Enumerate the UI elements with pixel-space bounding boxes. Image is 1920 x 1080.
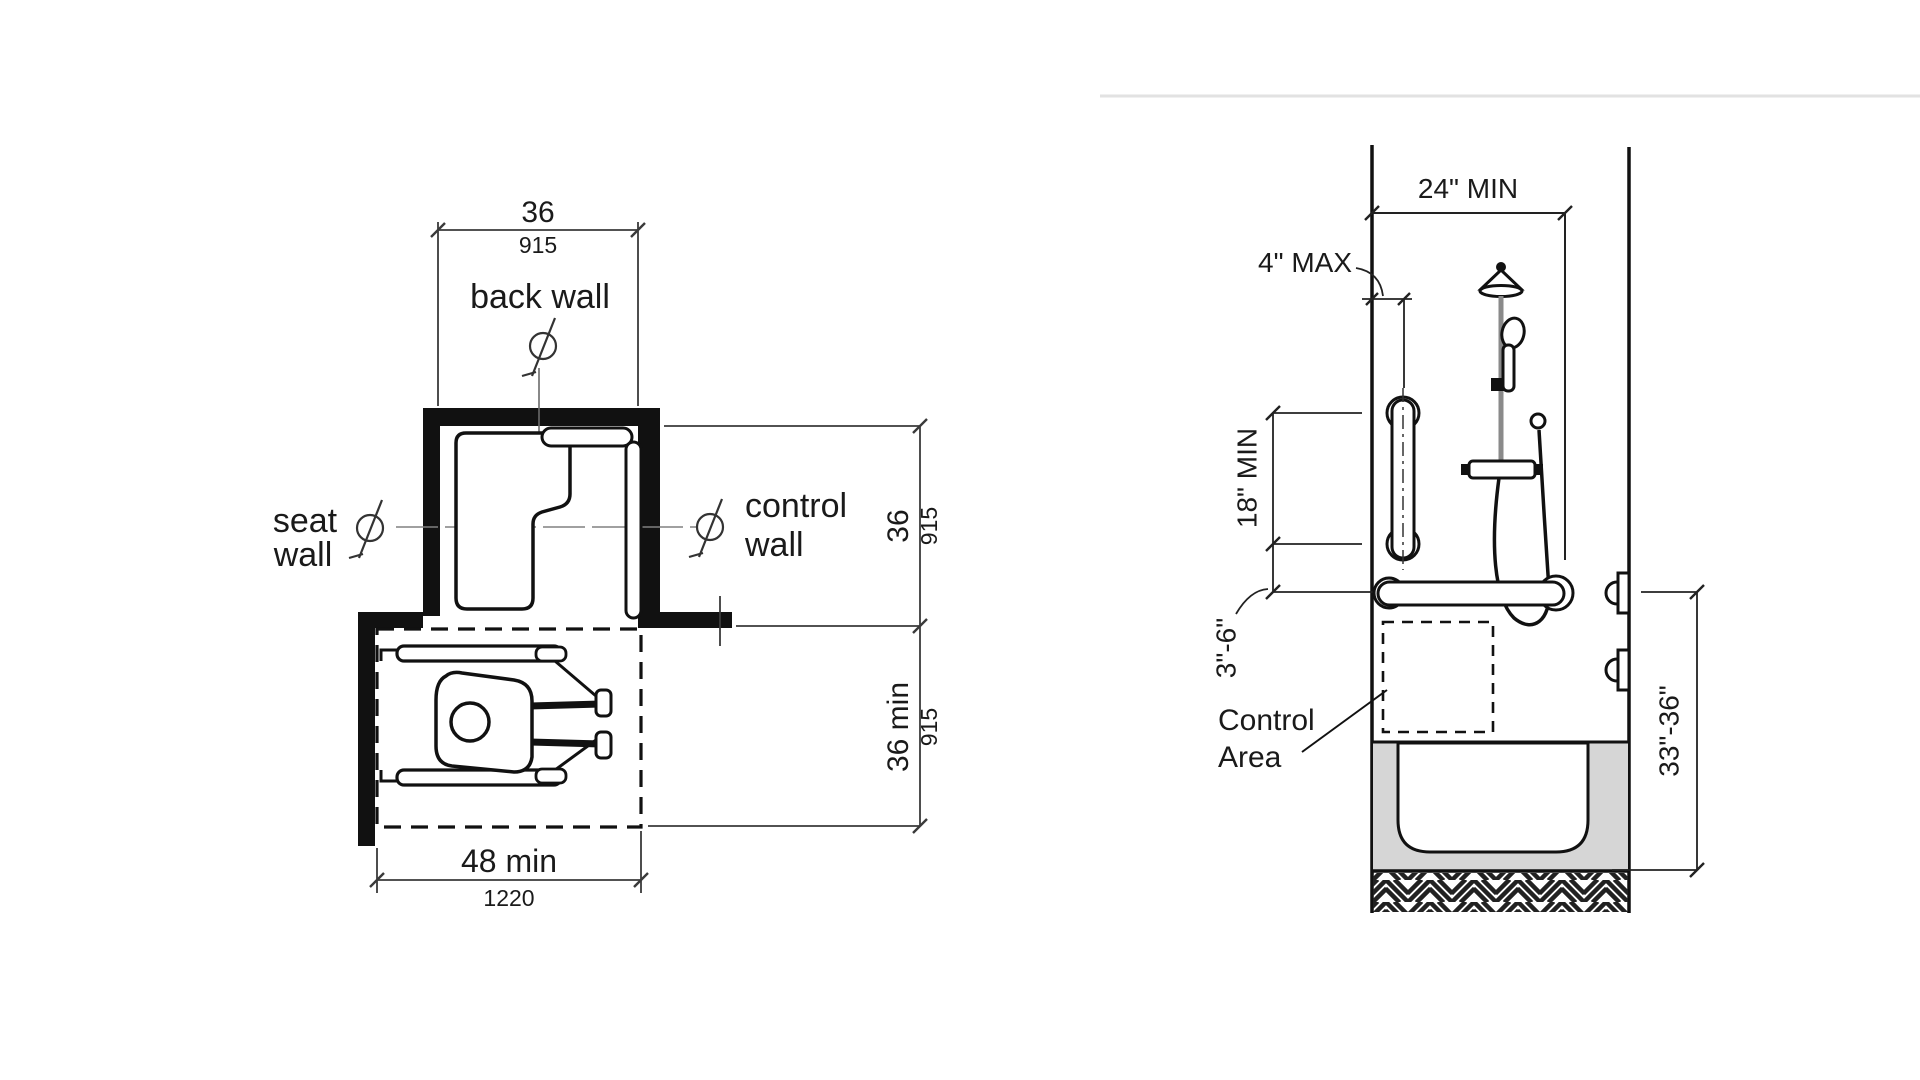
dim-3to6-label: 3"-6" <box>1210 618 1241 678</box>
control-area-label-line2: Area <box>1218 741 1282 774</box>
control-wall-shape <box>638 408 660 628</box>
tub-basin <box>1396 741 1590 854</box>
wall-stub-right <box>638 612 732 628</box>
seat-wall-label-line2: wall <box>273 536 333 574</box>
user-foot-bottom <box>594 730 613 760</box>
valve-end-left <box>1461 464 1470 475</box>
shower-control-valve <box>1467 459 1537 480</box>
centerline-symbols <box>348 317 725 560</box>
centerline-symbol-back <box>521 317 558 378</box>
control-wall-label-line2: wall <box>744 526 804 564</box>
horizontal-grab-bar-body <box>1376 580 1566 607</box>
dim-depth-lines <box>648 418 928 834</box>
shower-unit <box>1461 262 1551 627</box>
transfer-shower-plan: 36 915 back wall seat wall control wall … <box>273 196 942 911</box>
user-hand-top <box>534 645 568 663</box>
horizontal-grab-bar <box>1372 574 1575 612</box>
valve-end-right <box>1534 464 1543 475</box>
dim-width-mm: 915 <box>519 232 557 258</box>
dim-clear-width-lines <box>369 831 649 893</box>
shower-head-finial <box>1496 262 1506 272</box>
dim-18min-label: 18" MIN <box>1231 428 1262 528</box>
dim-depth-mm: 915 <box>916 507 942 545</box>
dim-24min-lines <box>1364 205 1573 560</box>
dim-clear-width-mm: 1220 <box>483 885 534 911</box>
seat-wall-shape <box>423 408 440 616</box>
dim-clear-depth-mm: 915 <box>916 708 942 746</box>
wheelchair-frame-top <box>554 659 597 698</box>
dim-33to36-label: 33"-36" <box>1653 685 1684 777</box>
clear-floor-space <box>375 627 643 829</box>
control-wall-label-line1: control <box>745 487 847 525</box>
centerline-symbol-seat <box>348 499 385 560</box>
hand-shower-clamp <box>1491 378 1504 391</box>
dim-4max-lines <box>1355 267 1412 388</box>
user-hand-bottom <box>534 767 568 785</box>
dim-clear-width-inches: 48 min <box>461 843 557 879</box>
back-wall-label: back wall <box>470 278 610 316</box>
user-leg-bottom <box>529 738 602 748</box>
dim-clear-depth-inches: 36 min <box>882 682 915 772</box>
wall-fixtures <box>1604 571 1631 692</box>
dim-width-inches: 36 <box>521 196 554 229</box>
control-grab-bar-plan <box>624 440 643 620</box>
bathtub-elevation: 24" MIN 4" MAX 18" MIN 3"-6" <box>1210 145 1705 913</box>
user-foot-top <box>594 688 613 718</box>
wheelchair-handle-top <box>379 648 397 661</box>
floor-hatch <box>1373 873 1628 912</box>
control-area-box <box>1381 620 1495 734</box>
dim-24min-label: 24" MIN <box>1418 173 1518 204</box>
shower-walls <box>358 408 732 846</box>
tub-spout-plate <box>1616 571 1631 615</box>
tub-control-plate <box>1616 648 1631 692</box>
back-grab-bar-plan <box>540 426 634 448</box>
user-head <box>449 701 491 743</box>
wheelchair-user-figure <box>379 644 613 787</box>
shower-head-rim <box>1478 284 1524 298</box>
hand-shower-handle <box>1501 343 1516 393</box>
dim-4max-label: 4" MAX <box>1258 247 1352 278</box>
bathtub <box>1372 740 1629 912</box>
dim-33to36-lines <box>1612 584 1705 878</box>
folding-seat <box>454 431 572 611</box>
shower-hose-hook <box>1529 412 1547 430</box>
back-wall-shape <box>423 408 660 426</box>
seat-wall-label-line1: seat <box>273 502 338 540</box>
control-area-label-line1: Control <box>1218 704 1315 737</box>
dim-width-lines <box>430 222 646 406</box>
dim-depth-inches: 36 <box>882 509 915 542</box>
wheelchair-handle-bottom <box>379 770 397 783</box>
user-leg-top <box>529 700 602 710</box>
corridor-wall <box>358 612 375 846</box>
centerline-symbol-control <box>688 498 725 559</box>
dim-18min-lines <box>1235 405 1376 615</box>
shower-hose <box>1492 429 1551 627</box>
vertical-grab-bar <box>1385 388 1421 570</box>
control-area-leader <box>1301 689 1388 753</box>
